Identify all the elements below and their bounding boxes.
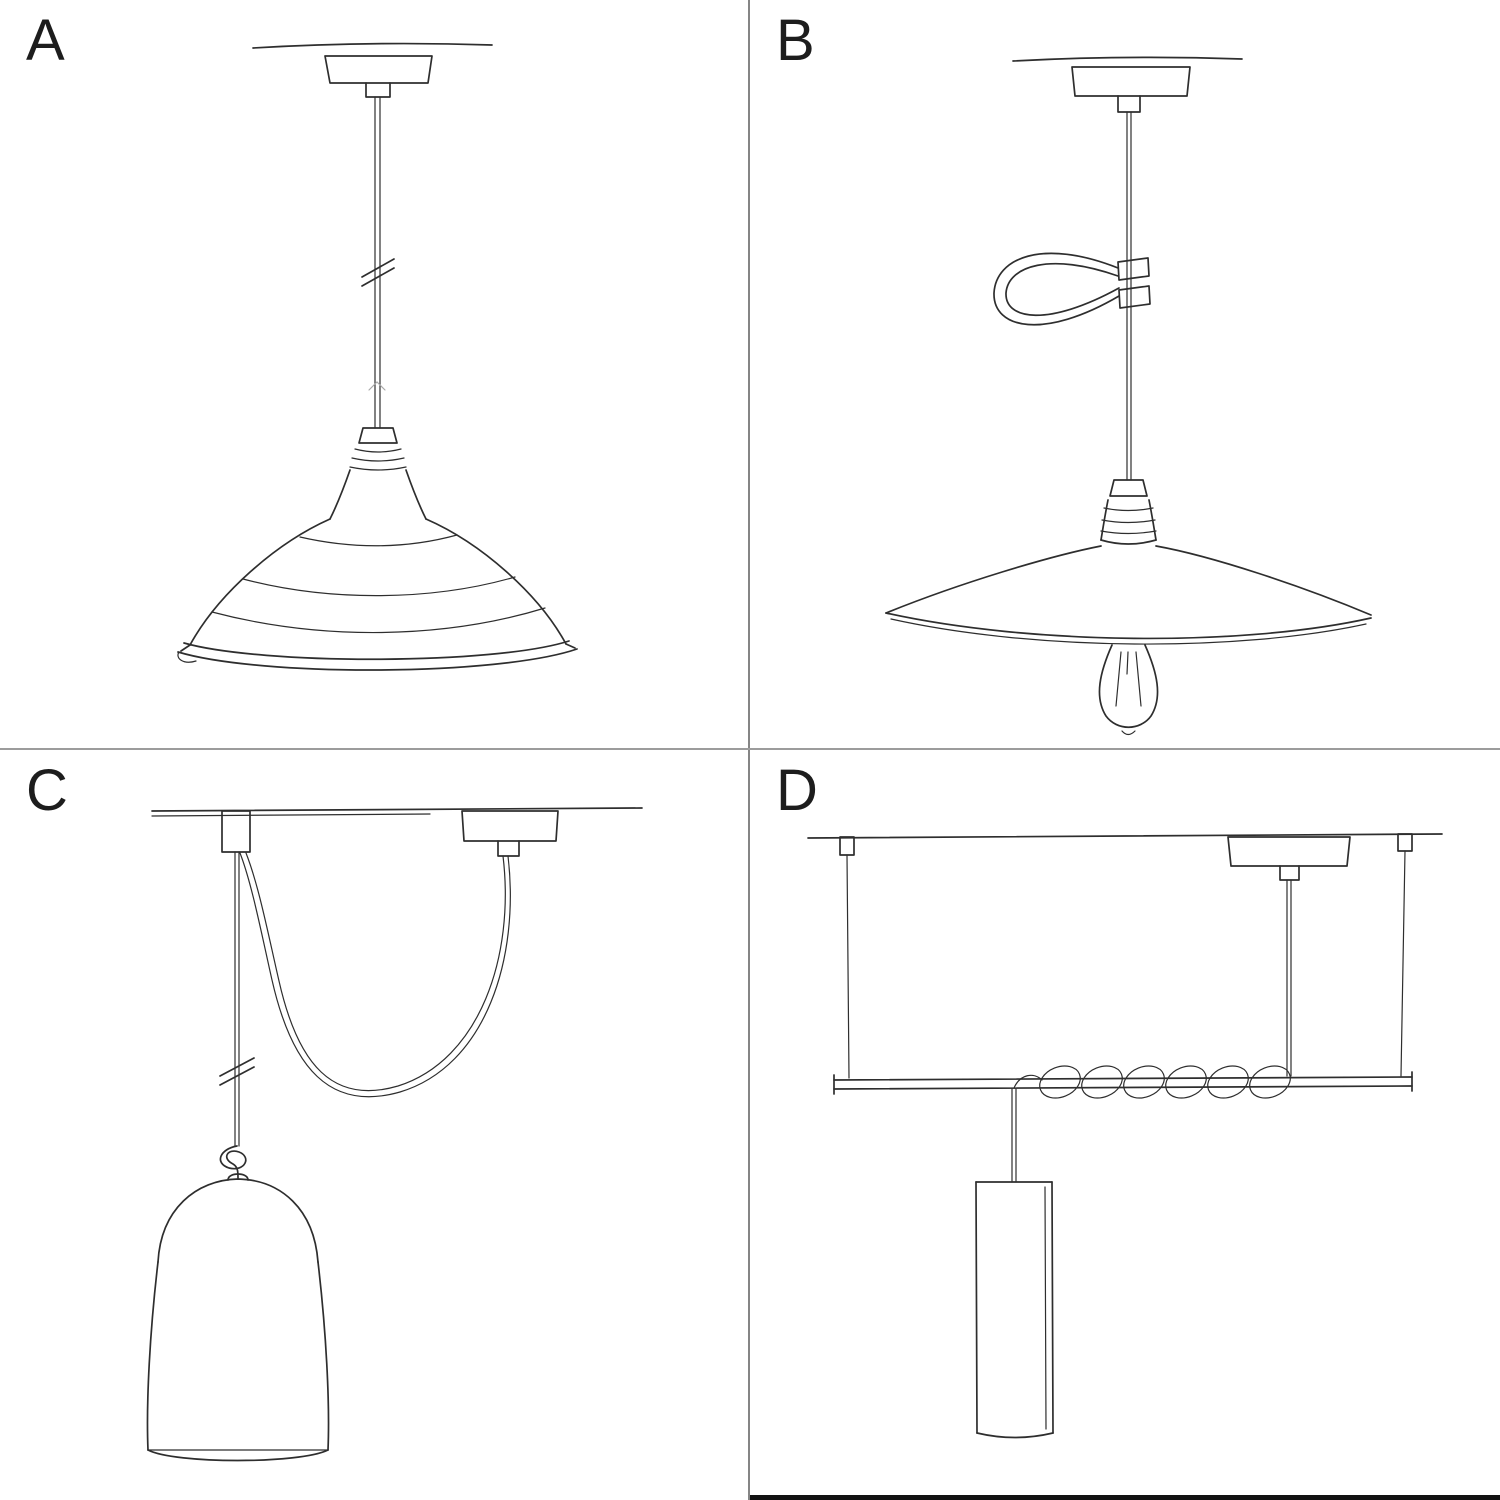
ceiling-line	[1012, 56, 1243, 62]
right-hanger-wire	[1397, 833, 1413, 1077]
ceiling-rose	[1227, 836, 1351, 881]
panel-a: A	[0, 0, 750, 750]
ceiling-rose	[1071, 66, 1191, 113]
flat-plate-shade	[885, 545, 1372, 645]
ceiling-rose	[324, 55, 433, 98]
pendant-with-flat-plate-shade-bulb-and-wooden-clamp-sketch	[885, 56, 1372, 736]
left-hanger-wire	[839, 836, 855, 1079]
cable-knot	[219, 1145, 247, 1179]
panel-b-label: B	[776, 8, 816, 73]
vertical-divider	[748, 0, 750, 1500]
horizontal-divider	[0, 748, 1500, 750]
swag-cable	[239, 852, 511, 1098]
panel-a-label: A	[26, 8, 66, 73]
rose-cable	[1286, 879, 1292, 1077]
ceiling-rose	[461, 810, 559, 857]
swag-pendant-with-hook-knot-and-bell-jar-shade-sketch	[146, 807, 643, 1462]
wooden-cable-clamp	[993, 252, 1151, 326]
panel-d: D	[750, 750, 1500, 1500]
panel-b: B	[750, 0, 1500, 750]
drop-cable	[1011, 1088, 1017, 1183]
wide-metal-shade	[177, 518, 578, 671]
panel-d-label: D	[776, 758, 819, 823]
ceiling-hook	[221, 810, 251, 853]
pendant-cable	[1126, 111, 1132, 481]
suspension-bar	[833, 1071, 1413, 1095]
cable-coil	[1013, 1065, 1291, 1099]
bell-jar-shade	[146, 1173, 330, 1462]
bar-suspension-with-coiled-cable-and-tube-shade-sketch	[807, 833, 1443, 1439]
edison-bulb	[1098, 644, 1159, 736]
ceiling-line	[807, 833, 1443, 839]
pendant-with-wide-metal-shade-sketch	[177, 42, 578, 671]
pendant-cable	[361, 96, 395, 429]
bottom-border-right	[750, 1495, 1500, 1500]
panel-c: C	[0, 750, 750, 1500]
tube-shade	[975, 1181, 1054, 1439]
drop-cable	[219, 851, 255, 1147]
lamp-holder	[329, 427, 427, 520]
lamp-holder	[1100, 479, 1157, 545]
panel-c-label: C	[26, 758, 69, 823]
ceiling-line	[151, 807, 643, 817]
ceiling-line	[252, 42, 493, 49]
